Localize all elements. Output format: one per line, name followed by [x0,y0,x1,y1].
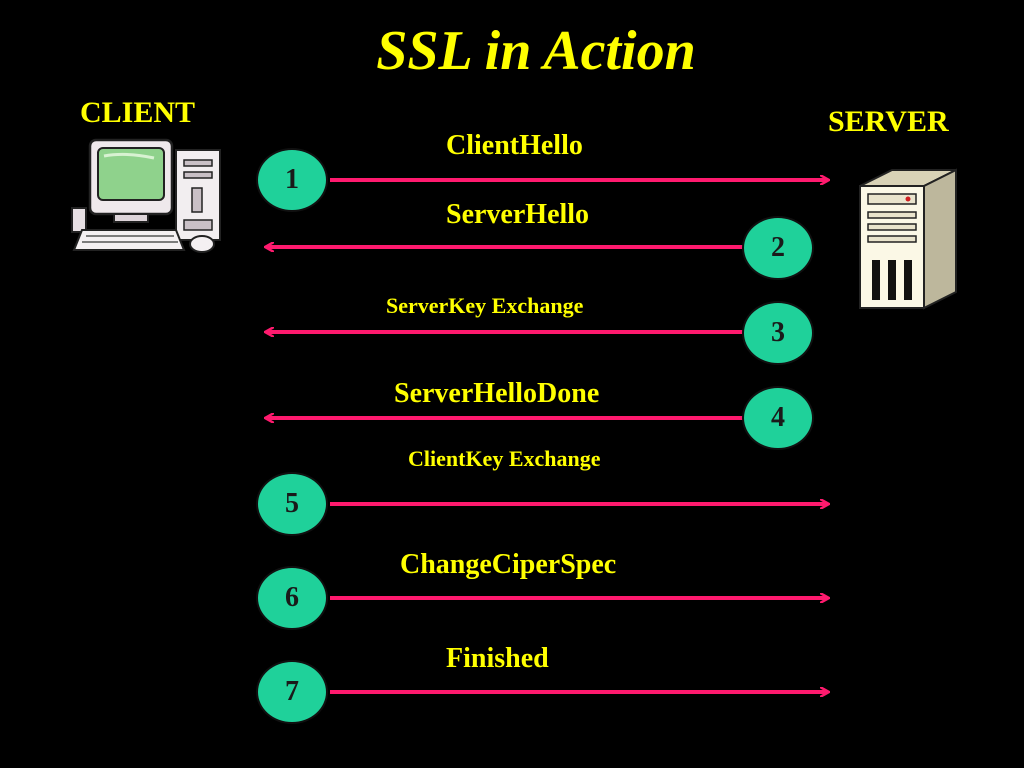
client-label: CLIENT [80,96,196,129]
message-label-clientkey-exchange: ClientKey Exchange [408,446,601,471]
step-circle-3: 3 [742,301,814,365]
step-circle-7: 7 [256,660,328,724]
step-circle-5: 5 [256,472,328,536]
server-tower-icon [859,168,957,310]
message-label-clienthello: ClientHello [446,130,583,161]
message-label-serverkey-exchange: ServerKey Exchange [386,293,584,318]
step-circle-2: 2 [742,216,814,280]
message-label-finished: Finished [446,643,549,674]
step-circle-1: 1 [256,148,328,212]
slide-title: SSL in Action [376,20,696,82]
message-label-changeciperspec: ChangeCiperSpec [400,549,617,580]
message-label-serverhello: ServerHello [446,199,590,230]
step-circle-4: 4 [742,386,814,450]
server-label: SERVER [828,105,949,138]
step-circle-6: 6 [256,566,328,630]
desktop-computer-icon [71,138,221,253]
message-label-serverhellodone: ServerHelloDone [394,378,600,409]
